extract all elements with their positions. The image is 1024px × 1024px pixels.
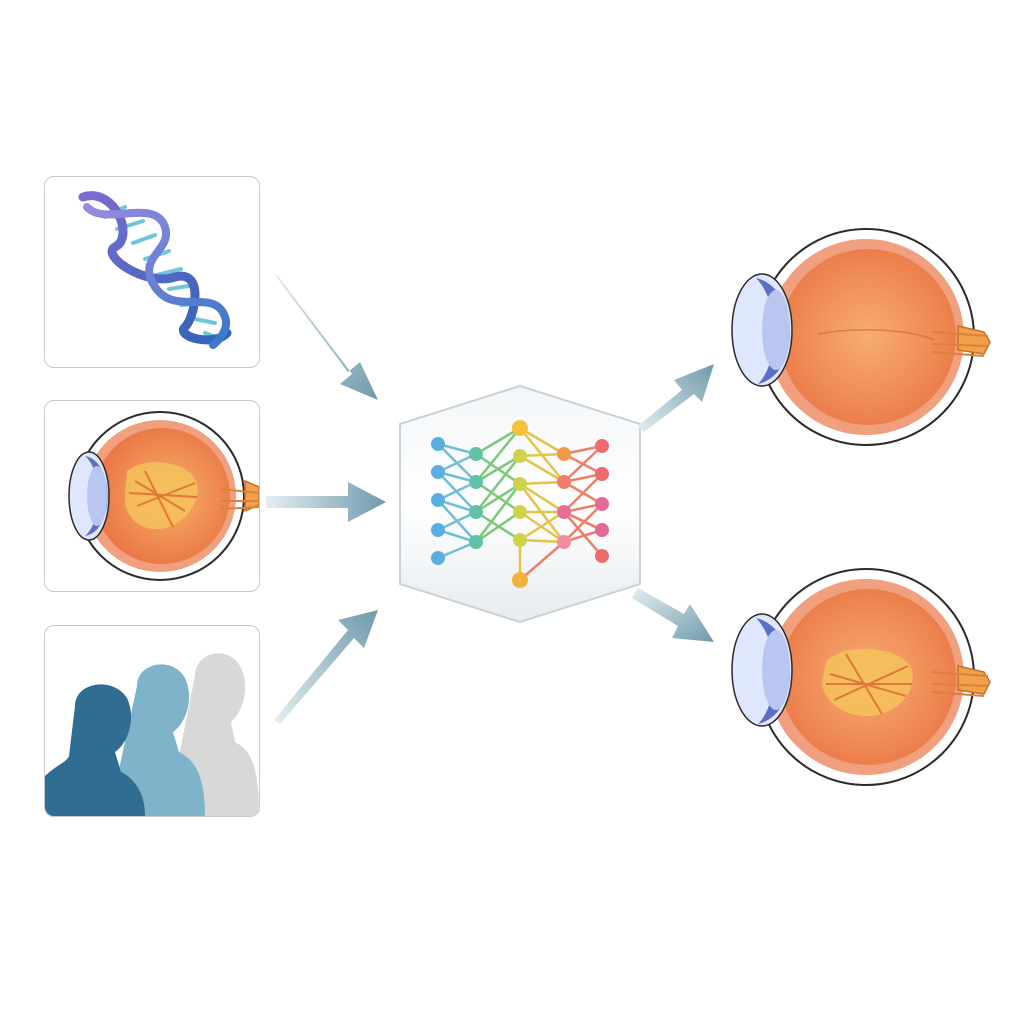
healthy-eye-icon [731, 228, 991, 446]
neural-network-icon [434, 426, 607, 581]
diseased-eye-icon [731, 568, 991, 786]
dna-helix-icon [78, 191, 232, 349]
network-nodes [431, 420, 609, 588]
neural-network-model [399, 384, 641, 624]
arrow-model-to-diseased-eye [632, 588, 714, 642]
people-silhouettes-icon [45, 653, 259, 816]
arrow-people-to-model [274, 610, 378, 724]
arrow-model-to-healthy-eye [638, 364, 714, 432]
input-arrows [266, 274, 386, 724]
output-diseased-eye [731, 568, 991, 786]
arrow-dna-to-model [274, 274, 378, 400]
arrow-eye-to-model [266, 482, 386, 522]
input-panel-people [44, 625, 260, 817]
output-healthy-eye [731, 228, 991, 446]
input-panel-eye [44, 400, 260, 592]
input-panel-dna [44, 176, 260, 368]
diseased-eye-icon [68, 411, 259, 581]
output-arrows [632, 364, 714, 642]
